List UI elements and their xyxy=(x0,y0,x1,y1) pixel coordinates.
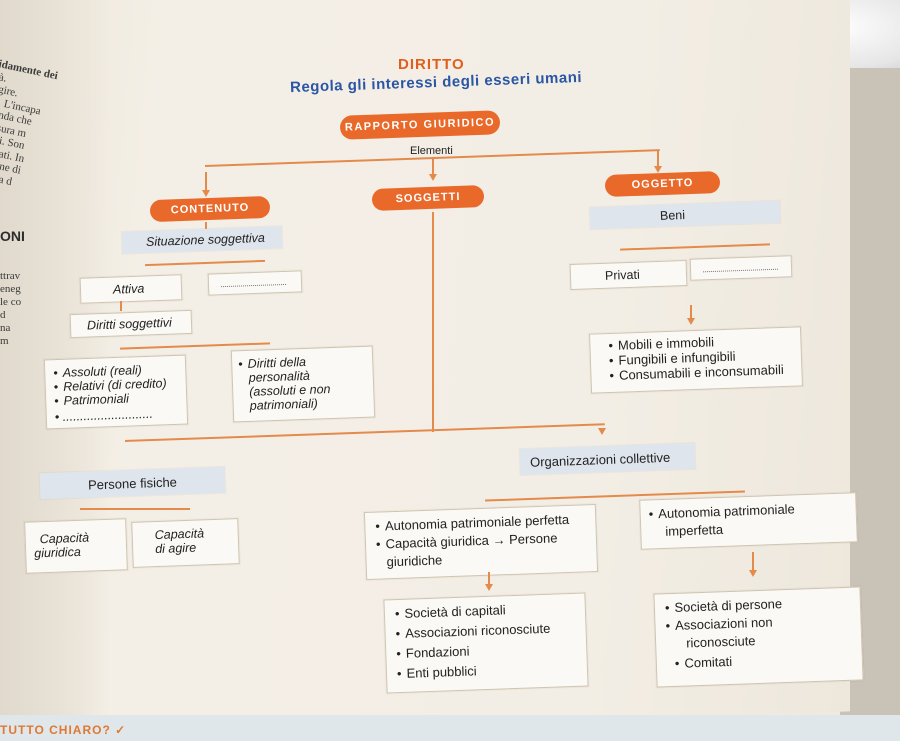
attiva-box: Attiva xyxy=(79,274,183,304)
perfetta-box: Autonomia patrimoniale perfetta Capacità… xyxy=(363,503,599,581)
capitali-box: Società di capitali Associazioni riconos… xyxy=(383,592,589,694)
oggetto-stem xyxy=(657,150,659,168)
capacita-giuridica-box: Capacità giuridica xyxy=(24,518,128,574)
situazione-stem xyxy=(205,222,207,232)
perfetta-arrow xyxy=(485,584,493,591)
diritti-left-box: Assoluti (reali) Relativi (di credito) P… xyxy=(43,354,189,430)
capacita-agire-box: Capacità di agire xyxy=(131,518,240,568)
blank-line xyxy=(221,283,287,288)
diritti-right-box: Diritti della personalità (assoluti e no… xyxy=(230,345,376,423)
soggetti-stem xyxy=(432,158,434,176)
pubblici-blank-box xyxy=(689,255,793,281)
persone-split xyxy=(80,508,190,510)
diritti-stem xyxy=(120,301,122,311)
organizzazioni-arrow xyxy=(598,428,606,435)
persone-box: Società di persone Associazioni non rico… xyxy=(653,586,864,688)
soggetti-arrow xyxy=(429,174,437,181)
soggetti-trunk xyxy=(432,212,434,432)
diritto-title: DIRITTO xyxy=(398,56,465,73)
oggetto-pill: OGGETTO xyxy=(604,170,721,198)
privati-arrow xyxy=(687,318,695,325)
imperfetta-stem xyxy=(752,552,754,572)
tutto-chiaro-heading: TUTTO CHIARO? ✓ xyxy=(0,723,127,737)
beni-types-box: Mobili e immobili Fungibili e infungibil… xyxy=(589,326,803,394)
bottom-band xyxy=(0,715,900,741)
diritti-box: Diritti soggettivi xyxy=(69,309,193,339)
passiva-blank-box xyxy=(207,270,303,296)
imperfetta-arrow xyxy=(749,570,757,577)
blank-line xyxy=(703,268,779,273)
facing-page-heading: ONI xyxy=(0,228,25,244)
contenuto-arrow xyxy=(202,190,210,197)
privati-stem xyxy=(690,305,692,321)
blank-item: • .......................... xyxy=(54,406,154,425)
contenuto-pill: CONTENUTO xyxy=(149,195,271,223)
elementi-label: Elementi xyxy=(410,145,453,157)
soggetti-pill: SOGGETTI xyxy=(371,185,485,211)
imperfetta-box: Autonomia patrimoniale imperfetta xyxy=(639,492,858,550)
perfetta-stem xyxy=(488,572,490,586)
oggetto-arrow xyxy=(654,166,662,173)
contenuto-stem xyxy=(205,172,207,192)
privati-box: Privati xyxy=(569,259,688,291)
